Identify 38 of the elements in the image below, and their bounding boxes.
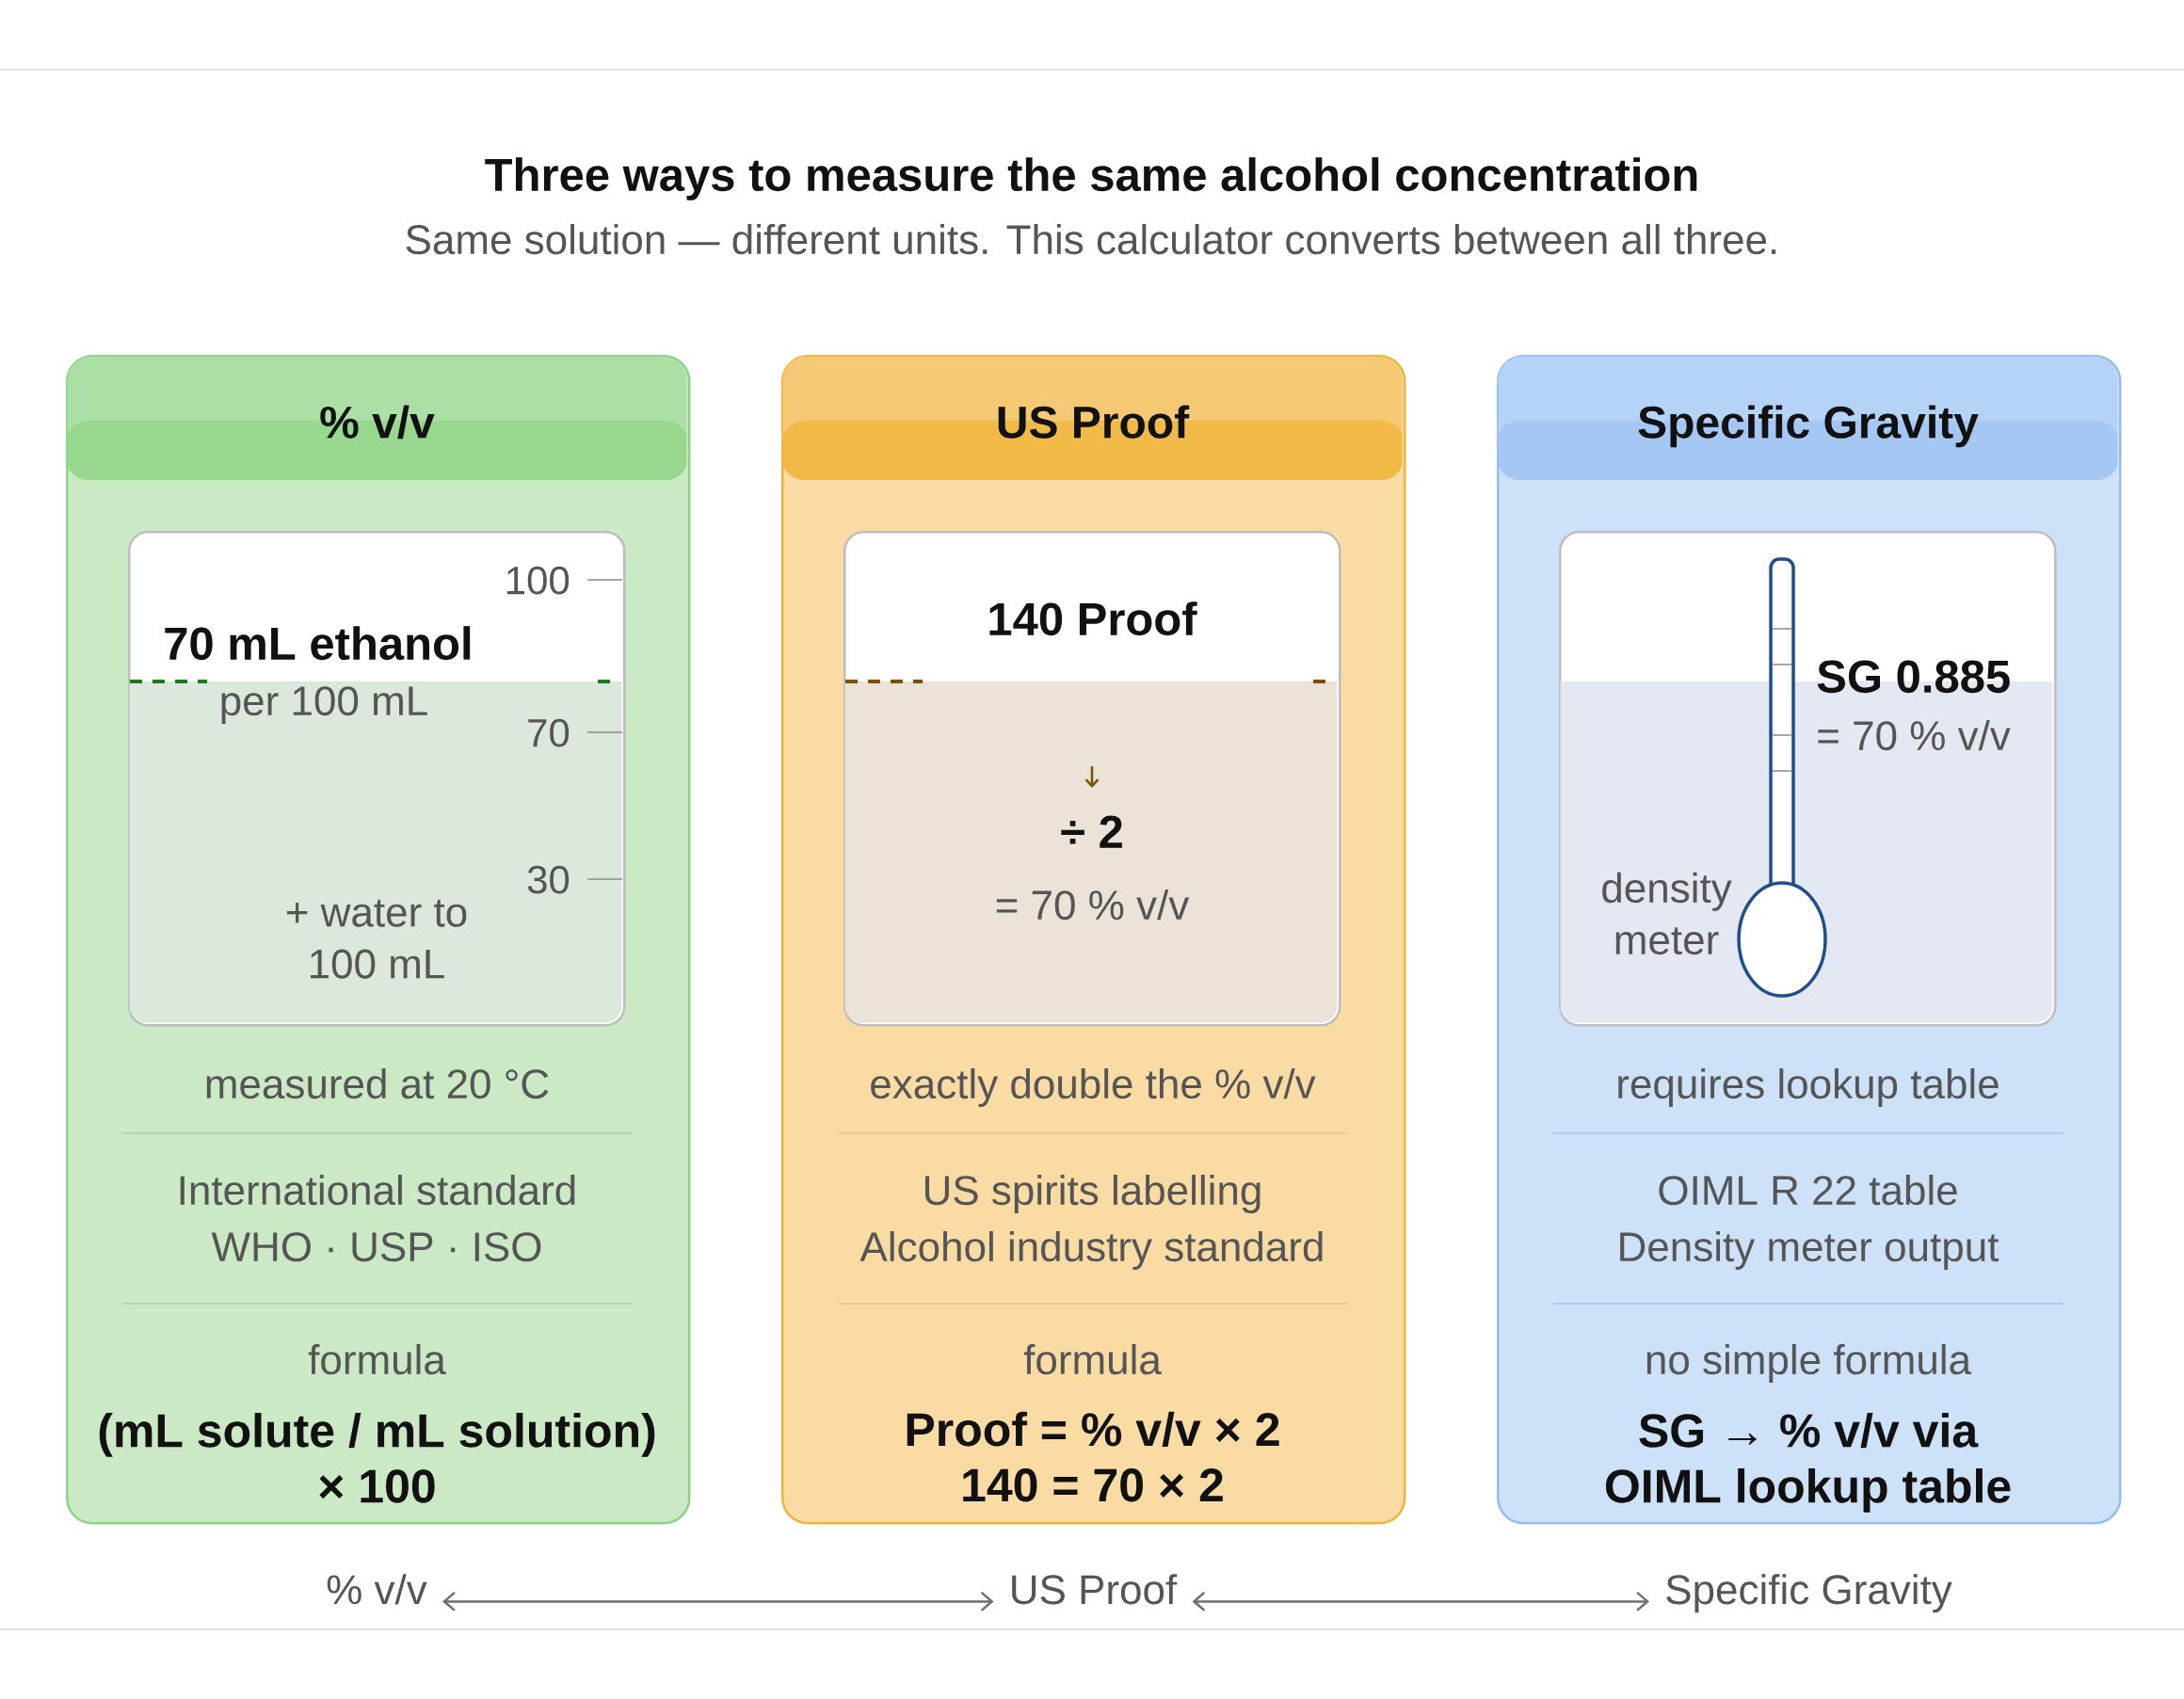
unit-label: US Proof (1012, 1574, 1178, 1605)
subtitle: Same solution — different units. This calculator converts between all three. (406, 223, 1776, 255)
note-text: Alcohol industry standard (859, 1230, 1323, 1270)
note-text: per 100 mL (221, 686, 427, 724)
value-label: 140 Proof (989, 601, 1197, 636)
formula-text: Proof = % v/v × 2 (907, 1411, 1279, 1447)
note-text: formula (1023, 1343, 1162, 1375)
note-text: Density meter output (1620, 1230, 1999, 1270)
card-header: US Proof (782, 356, 1403, 480)
title: Three ways to measure the same alcohol concentration (485, 157, 1697, 200)
tick-label: 70 (528, 718, 570, 747)
note-text: formula (308, 1343, 446, 1375)
tick-label: 30 (527, 865, 570, 894)
note-text: measured at 20 °C (206, 1067, 549, 1099)
note-text: no simple formula (1646, 1343, 1972, 1383)
value-label: ÷ 2 (1061, 815, 1122, 848)
card-header: Specific Gravity (1498, 356, 2118, 480)
formula-text: 140 = 70 × 2 (963, 1468, 1223, 1502)
note-text: International standard (180, 1174, 575, 1206)
value-label: SG 0.885 (1817, 660, 2010, 694)
note-text: density meter (1602, 872, 1732, 955)
note-text: US spirits labelling (924, 1174, 1261, 1213)
note-text: = 70 % v/v (996, 889, 1190, 921)
double-arrow (1192, 1591, 1649, 1611)
tick-label: 100 (506, 566, 570, 595)
note-text: requires lookup table (1618, 1067, 1999, 1107)
unit-label: % v/v (327, 1574, 427, 1605)
note-text: + water to 100 mL (286, 899, 467, 979)
note-text: OIML R 22 table (1659, 1174, 1957, 1206)
formula-text: (mL solute / mL solution) × 100 (99, 1413, 655, 1503)
note-text: exactly double the % v/v (871, 1067, 1316, 1107)
note-text: = 70 % v/v (1818, 719, 2011, 751)
card-header: % v/v (67, 356, 687, 480)
formula-text: SG → % v/v via OIML lookup table (1605, 1413, 2011, 1513)
note-text: WHO · USP · ISO (211, 1232, 541, 1262)
value-label: 70 mL ethanol (165, 626, 471, 661)
unit-label: Specific Gravity (1666, 1574, 1952, 1613)
double-arrow (442, 1591, 994, 1611)
